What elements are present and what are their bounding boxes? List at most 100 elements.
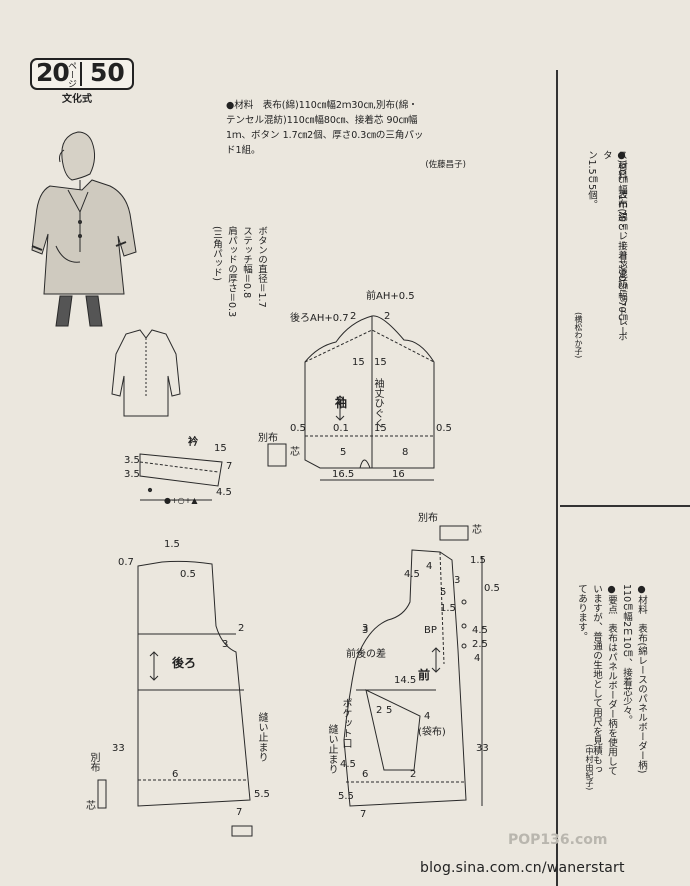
front-num: 4.5: [340, 759, 356, 770]
vertical-divider: [556, 70, 558, 886]
collar-num: 15: [214, 443, 227, 454]
designer-credit: (佐藤昌子): [425, 160, 466, 170]
front-num: 5: [386, 705, 393, 716]
sleeve-label: 袖: [335, 396, 348, 410]
sleeve-draft: [267, 315, 435, 481]
note-button-diameter: ボタンの直径＝1.7: [256, 226, 267, 308]
right-bottom-col: ●材料 表布(綿レースのパネルボーダー柄): [636, 584, 647, 774]
front-num: 3: [362, 623, 369, 634]
model-illustration: [31, 131, 137, 327]
collar-num: 3.5: [124, 469, 140, 480]
right-bottom-col: ●要点 表布はパネルボーダー柄を使用して: [606, 584, 617, 776]
collar-label: 衿: [188, 437, 198, 448]
front-num: 3: [362, 625, 369, 636]
page-number-left: 20: [36, 58, 70, 87]
materials-line: 1ｍ、ボタン 1.7㎝2個、厚さ0.3㎝の三角パッ: [226, 130, 424, 141]
front-maeushiro: 前後の差: [346, 649, 386, 660]
front-num: 4: [426, 561, 433, 572]
sleeve-num: 15: [374, 357, 387, 368]
page-number-right: 50: [90, 58, 125, 87]
sleeve-back-ah: 後ろAH+0.7: [290, 313, 349, 324]
horizontal-divider: [560, 505, 690, 507]
front-num: 4.5: [472, 625, 488, 636]
collar-num: 7: [226, 461, 233, 472]
front-draft: [343, 525, 483, 807]
sleeve-bessu: 別布: [258, 433, 278, 444]
collar-marks: ●+○+▲: [164, 496, 198, 505]
front-shin: 芯: [472, 525, 482, 536]
materials-line: ド1組。: [226, 145, 261, 156]
back-num: 6: [172, 769, 179, 780]
front-num: 4.5: [404, 569, 420, 580]
back-shin: 芯: [86, 801, 96, 812]
style-label: 文化式: [62, 94, 92, 105]
note-pad-thickness: 肩パッドの厚さ＝0.3: [226, 226, 237, 318]
sleeve-front-ah: 前AH+0.5: [366, 291, 415, 302]
front-num: 14.5: [394, 675, 417, 686]
sleeve-num: 5: [340, 447, 347, 458]
sleeve-num: 0.1: [333, 423, 349, 434]
back-num: 0.7: [118, 557, 134, 568]
sleeve-num: 2: [384, 311, 391, 322]
materials-text: ●材料 表布(綿)110㎝幅2ｍ30㎝,別布(綿・ テンセル混紡)110㎝幅80…: [226, 98, 466, 173]
front-num: 3: [454, 575, 461, 586]
back-num: 5.5: [254, 789, 270, 800]
sleeve-num: 8: [402, 447, 409, 458]
front-num: 2.5: [472, 639, 488, 650]
sleeve-num: 2: [350, 311, 357, 322]
front-num: 1.5: [470, 555, 486, 566]
back-num: 1.5: [164, 539, 180, 550]
collar-draft: [139, 453, 223, 501]
collar-num: 4.5: [216, 487, 232, 498]
right-top-credit: (横松わか子): [574, 312, 583, 359]
right-bottom-col: 110㎝幅2ｍ10㎝、接着芯少々。: [621, 584, 632, 725]
watermark: POP136.com: [508, 832, 608, 848]
right-bottom-col: いますが、普通の生地として用尺を見積もっ: [591, 584, 602, 774]
back-num: 0.5: [180, 569, 196, 580]
materials-line: テンセル混紡)110㎝幅80㎝、接着芯 90㎝幅: [226, 115, 418, 126]
front-num: 2: [376, 705, 383, 716]
page-number-badge: 20 ページ 50: [30, 58, 134, 90]
materials-line: ●材料 表布(綿)110㎝幅2ｍ30㎝,別布(綿・: [226, 100, 418, 111]
back-bessu: 別布: [88, 752, 99, 772]
front-num: BP: [424, 625, 437, 636]
collar-num: 3.5: [124, 455, 140, 466]
note-stitch-width: ステッチ幅＝0.8: [241, 226, 252, 299]
front-num: 7: [360, 809, 367, 820]
front-pocket: ポケット口: [340, 698, 351, 748]
back-draft: [97, 560, 253, 837]
sleeve-num: 0.5: [290, 423, 306, 434]
front-num: 2: [410, 769, 417, 780]
back-num: 33: [112, 743, 125, 754]
page-unit-label: ページ: [66, 61, 76, 88]
front-num: 33: [476, 743, 489, 754]
sleeve-num: 16.5: [332, 469, 355, 480]
right-materials-col: ●材料 表布(綿・レーヨン混紡ニットレー: [616, 150, 627, 336]
front-num: 5.5: [338, 791, 354, 802]
flat-sketch: [111, 329, 181, 417]
right-bottom-credit: (中村由紀子): [585, 744, 594, 791]
footer-url: blog.sina.com.cn/wanerstart: [420, 860, 625, 876]
back-num: 7: [236, 807, 243, 818]
front-num: 5: [440, 587, 447, 598]
front-num: 6: [362, 769, 369, 780]
front-label: 前: [418, 668, 431, 682]
back-num: 2: [238, 623, 245, 634]
front-fukuro: (袋布): [418, 727, 446, 738]
back-nuitomari: 縫い止まり: [256, 712, 267, 762]
badge-divider: [80, 62, 82, 86]
sleeve-num: 15: [352, 357, 365, 368]
sleeve-num: 15: [374, 423, 387, 434]
right-materials-col: ス)90㎝幅1ｍ70㎝、接着芯90㎝幅70㎝、ボタ: [601, 150, 627, 342]
sleeve-num: 16: [392, 469, 405, 480]
front-nuitomari: 縫い止まり: [326, 724, 337, 774]
front-num: 4: [474, 653, 481, 664]
front-bessu: 別布: [418, 513, 438, 524]
front-num: 1.5: [440, 603, 456, 614]
back-num: 3: [222, 639, 229, 650]
note-triangle-pad: (三角パッド): [211, 226, 222, 281]
front-num: 4: [424, 711, 431, 722]
right-materials-col: ン1.5㎝5個。: [586, 150, 597, 210]
